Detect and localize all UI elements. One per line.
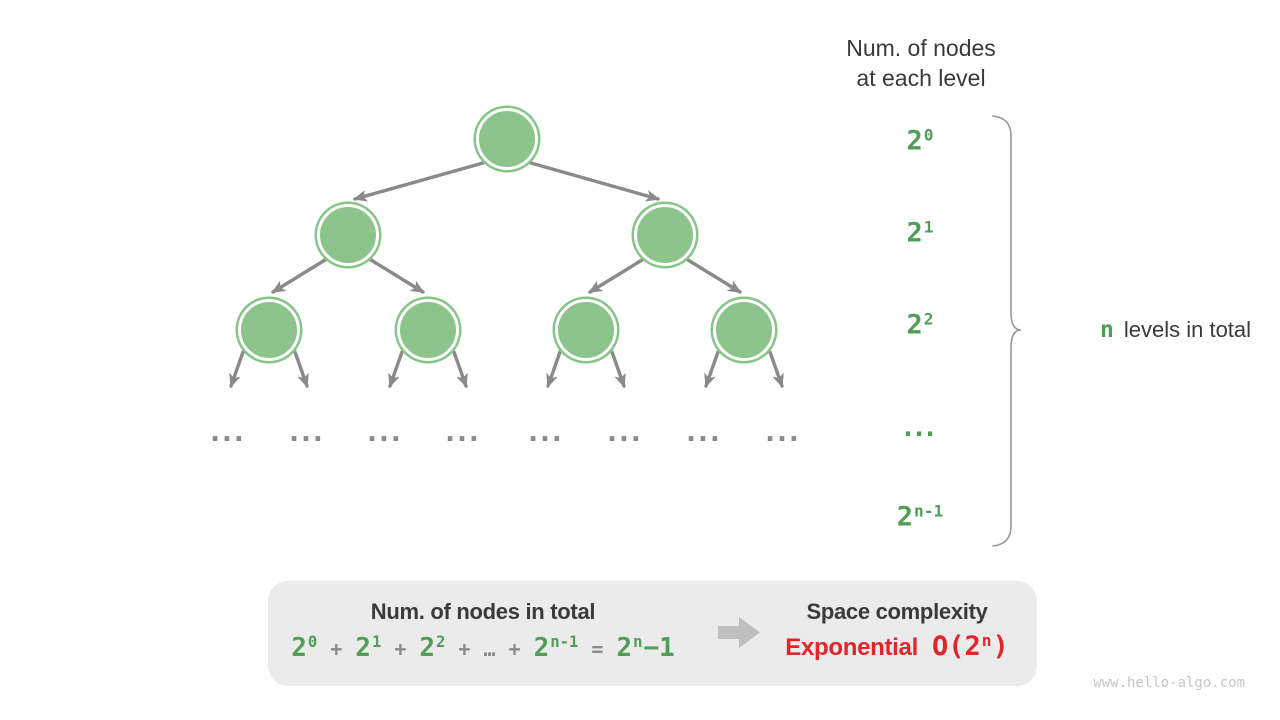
formula-power-term: 20 xyxy=(291,633,318,663)
tree-ellipsis: ... xyxy=(686,418,722,448)
tree-edge-arrow xyxy=(704,350,720,388)
level-count-label: 22 xyxy=(906,309,934,341)
tree-node xyxy=(713,299,775,361)
tree-ellipsis: ... xyxy=(607,418,643,448)
tree-edge-arrow xyxy=(768,350,784,388)
superscript: 0 xyxy=(923,125,934,145)
superscript: n-1 xyxy=(914,501,944,521)
brace-label-n-variable: n xyxy=(1100,317,1114,343)
formula-operator: = xyxy=(591,637,604,661)
tree-edge-arrow xyxy=(452,350,468,388)
formula-power-term: 22 xyxy=(419,633,446,663)
superscript: n-1 xyxy=(550,633,579,652)
tree-node xyxy=(476,108,538,170)
tree-edge-arrow xyxy=(229,350,245,388)
levels-column-header: Num. of nodes at each level xyxy=(846,35,996,91)
tree-edge-arrow xyxy=(369,258,425,294)
brace-label-text: levels in total xyxy=(1123,317,1252,342)
tree-node xyxy=(317,204,379,266)
formula-operator: + xyxy=(394,637,407,661)
tree-node xyxy=(397,299,459,361)
complexity-notation: O(2n) xyxy=(931,631,1009,662)
tree-ellipsis: ... xyxy=(528,418,564,448)
superscript: n xyxy=(633,633,643,652)
tree-node xyxy=(634,204,696,266)
superscript: 1 xyxy=(923,217,934,237)
tree-edge-arrow xyxy=(529,161,660,202)
implies-arrow-icon xyxy=(718,617,760,648)
tree-edge-arrow xyxy=(353,161,485,202)
brace-label: n levels in total xyxy=(1100,317,1251,343)
level-count-label: 2n-1 xyxy=(896,501,944,533)
formula-operator: + xyxy=(330,637,343,661)
total-nodes-title: Num. of nodes in total xyxy=(370,599,596,624)
superscript: 1 xyxy=(371,633,382,652)
level-count-label: 21 xyxy=(906,217,934,249)
superscript: 2 xyxy=(923,309,934,329)
level-count-label: 20 xyxy=(906,125,934,157)
tree-edge-arrow xyxy=(546,350,562,388)
tree-edge-arrow xyxy=(588,258,644,294)
superscript: n xyxy=(981,631,992,651)
formula-operator: + xyxy=(508,637,521,661)
space-complexity-value: Exponential O(2n) xyxy=(747,631,1047,662)
superscript: 2 xyxy=(436,633,446,652)
tree-edge-arrow xyxy=(271,258,327,294)
tree-edge-arrow xyxy=(610,350,626,388)
levels-brace xyxy=(992,115,1022,547)
watermark: www.hello-algo.com xyxy=(1093,675,1245,691)
complexity-name: Exponential xyxy=(785,634,918,661)
total-nodes-formula: 20+21+22+…+2n-1=2n−1 xyxy=(268,635,698,661)
tree-ellipsis: ... xyxy=(367,418,403,448)
tree-edge-arrow xyxy=(686,258,742,294)
level-count-ellipsis: ... xyxy=(903,414,937,442)
space-complexity-title: Space complexity xyxy=(806,599,988,624)
formula-power-term: 2n−1 xyxy=(616,633,675,663)
tree-edge-arrow xyxy=(293,350,309,388)
post-text: ) xyxy=(992,631,1009,662)
tree-ellipsis: ... xyxy=(289,418,325,448)
tree-edge-arrow xyxy=(388,350,404,388)
post-text: −1 xyxy=(643,633,675,663)
formula-power-term: 2n-1 xyxy=(533,633,579,663)
formula-power-term: 21 xyxy=(355,633,382,663)
formula-operator: … xyxy=(483,637,496,661)
tree-ellipsis: ... xyxy=(765,418,801,448)
tree-node xyxy=(238,299,300,361)
tree-ellipsis: ... xyxy=(210,418,246,448)
tree-node xyxy=(555,299,617,361)
tree-ellipsis: ... xyxy=(445,418,481,448)
formula-operator: + xyxy=(458,637,471,661)
summary-box: Num. of nodes in total 20+21+22+…+2n-1=2… xyxy=(268,581,1037,686)
superscript: 0 xyxy=(307,633,318,652)
